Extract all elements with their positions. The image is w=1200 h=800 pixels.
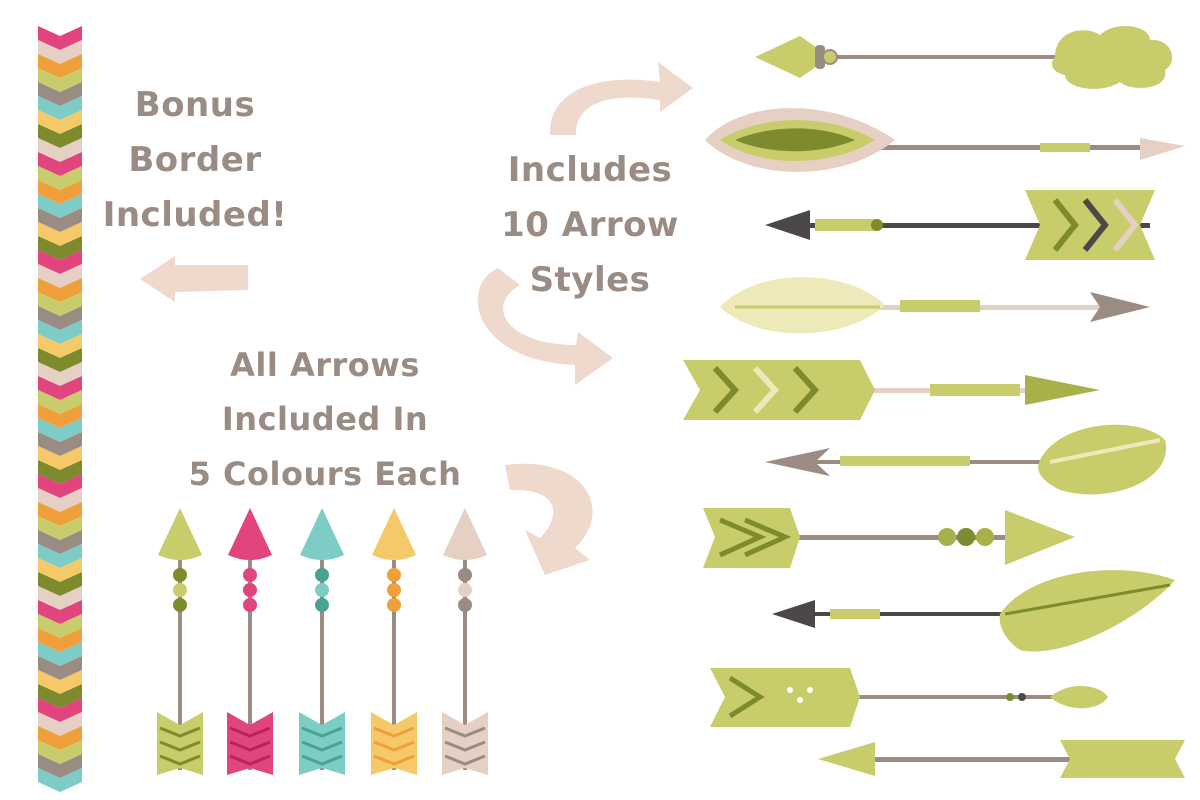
- chevron-stripe: [38, 628, 82, 652]
- chevron-stripe: [38, 68, 82, 92]
- chevron-stripe: [38, 684, 82, 708]
- chevron-stripe: [38, 264, 82, 288]
- chevron-stripe: [38, 432, 82, 456]
- chevron-stripe: [38, 208, 82, 232]
- chevron-stripe: [38, 362, 82, 386]
- arrow-styles-group: [683, 25, 1185, 778]
- chevron-stripe: [38, 166, 82, 190]
- caption-line: Styles: [529, 260, 651, 301]
- arrow-style-9: [710, 668, 1108, 727]
- chevron-stripe: [38, 250, 82, 274]
- chevron-stripe: [38, 516, 82, 540]
- caption-line: All Arrows: [230, 346, 420, 384]
- chevron-stripe: [38, 96, 82, 120]
- chevron-stripe: [38, 194, 82, 218]
- chevron-stripe: [38, 26, 82, 50]
- chevron-stripe: [38, 488, 82, 512]
- chevron-stripe: [38, 726, 82, 750]
- arrow-style-10: [818, 740, 1185, 778]
- chevron-stripe: [38, 390, 82, 414]
- caption-line: Includes: [507, 150, 673, 190]
- colour-arrow-teal: [299, 508, 345, 775]
- swoosh-arrow-top: [549, 62, 693, 135]
- arrow-style-1: [755, 25, 1173, 89]
- chevron-stripe: [38, 124, 82, 148]
- includes-styles-caption: Includes 10 Arrow Styles: [480, 143, 700, 308]
- caption-line: 5 Colours Each: [188, 454, 462, 493]
- arrow-style-7: [703, 508, 1075, 568]
- chevron-stripe: [38, 446, 82, 470]
- chevron-stripe: [38, 292, 82, 316]
- chevron-stripe: [38, 572, 82, 596]
- chevron-stripe: [38, 334, 82, 358]
- arrow-style-3: [765, 190, 1155, 260]
- arrow-style-8: [772, 570, 1175, 652]
- caption-line: Bonus: [134, 85, 256, 125]
- chevron-stripe: [38, 698, 82, 722]
- chevron-stripe: [38, 670, 82, 694]
- chevron-stripe: [38, 138, 82, 162]
- chevron-stripe: [38, 614, 82, 638]
- chevron-stripe: [38, 180, 82, 204]
- swoosh-arrow-middle: [477, 268, 613, 385]
- chevron-stripe: [38, 278, 82, 302]
- chevron-stripe: [38, 404, 82, 428]
- arrow-style-5: [683, 360, 1100, 420]
- colour-arrow-beige: [442, 508, 488, 775]
- chevron-stripe: [38, 236, 82, 260]
- chevron-stripe: [38, 348, 82, 372]
- chevron-stripe: [38, 152, 82, 176]
- swoosh-arrow-bottom: [505, 463, 593, 575]
- all-arrows-caption: All Arrows Included In 5 Colours Each: [160, 338, 490, 501]
- bonus-border-caption: Bonus Border Included!: [95, 78, 295, 243]
- caption-line: Included In: [221, 400, 429, 439]
- chevron-stripe: [38, 82, 82, 106]
- caption-line: Included!: [102, 195, 288, 236]
- chevron-stripe: [38, 544, 82, 568]
- colour-arrow-lime: [157, 508, 203, 775]
- chevron-stripe: [38, 586, 82, 610]
- colour-variant-arrows: [157, 508, 488, 775]
- chevron-stripe: [38, 712, 82, 736]
- chevron-stripe: [38, 54, 82, 78]
- arrow-style-2: [705, 108, 1185, 172]
- caption-line: Border: [128, 140, 262, 181]
- colour-arrow-yellow: [371, 508, 417, 775]
- chevron-border: [38, 26, 82, 792]
- caption-line: 10 Arrow: [501, 205, 679, 246]
- chevron-stripe: [38, 754, 82, 778]
- arrow-style-4: [720, 277, 1150, 334]
- chevron-stripe: [38, 418, 82, 442]
- chevron-stripe: [38, 306, 82, 330]
- chevron-stripe: [38, 600, 82, 624]
- chevron-stripe: [38, 740, 82, 764]
- chevron-stripe: [38, 656, 82, 680]
- chevron-stripe: [38, 40, 82, 64]
- chevron-stripe: [38, 474, 82, 498]
- chevron-stripe: [38, 530, 82, 554]
- chevron-stripe: [38, 642, 82, 666]
- chevron-stripe: [38, 376, 82, 400]
- colour-arrow-pink: [227, 508, 273, 775]
- chevron-stripe: [38, 768, 82, 792]
- arrow-style-6: [765, 424, 1167, 495]
- chevron-stripe: [38, 502, 82, 526]
- chevron-stripe: [38, 558, 82, 582]
- chevron-stripe: [38, 460, 82, 484]
- chevron-stripe: [38, 222, 82, 246]
- swoosh-arrow-left: [140, 256, 248, 302]
- chevron-stripe: [38, 110, 82, 134]
- chevron-stripe: [38, 320, 82, 344]
